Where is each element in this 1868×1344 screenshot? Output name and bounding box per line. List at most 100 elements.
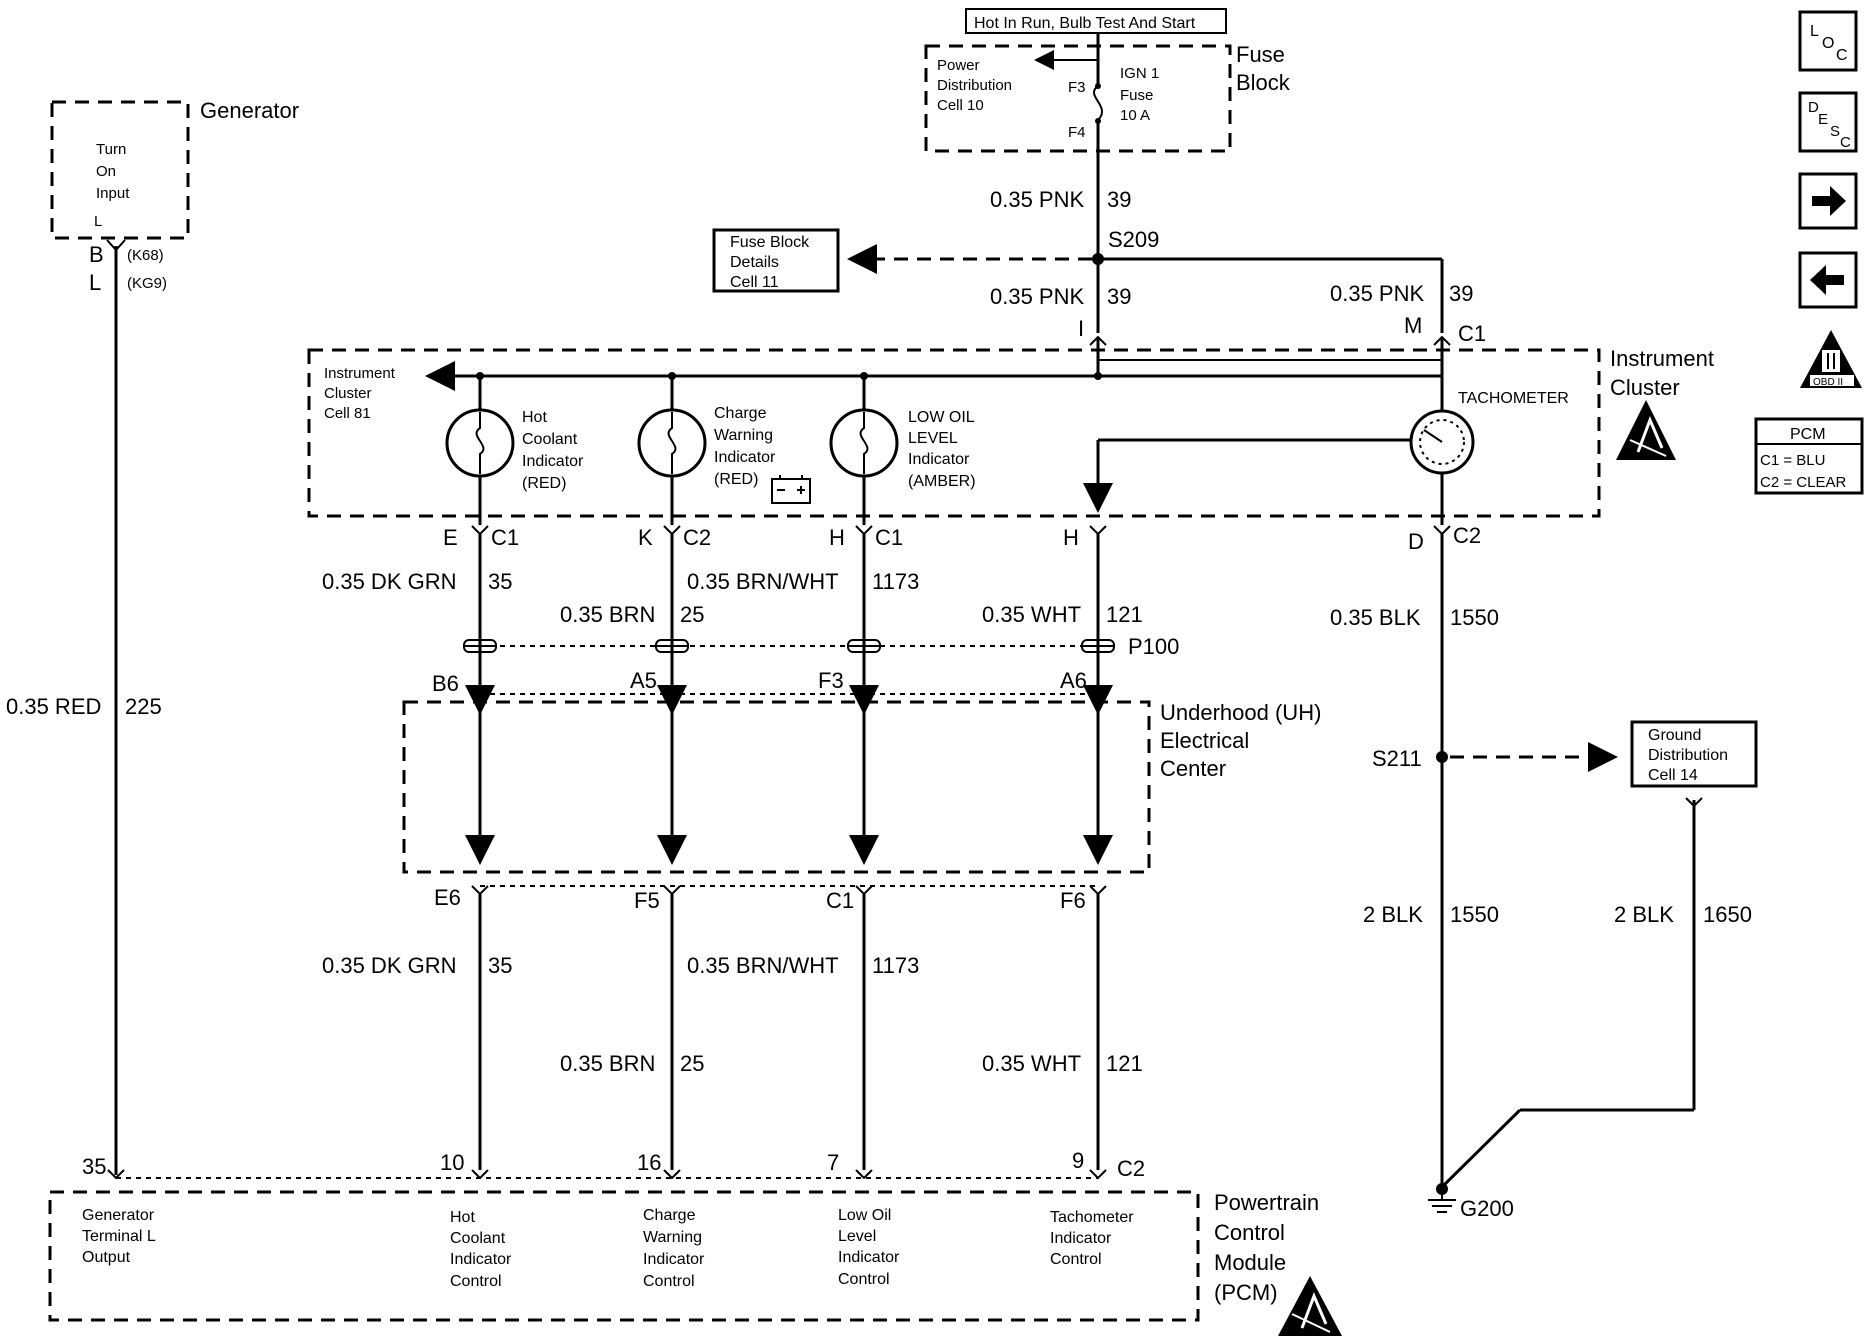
svg-text:F5: F5	[634, 888, 660, 913]
svg-text:Instrument: Instrument	[324, 365, 396, 382]
connector-p100: P100	[463, 634, 1179, 659]
svg-text:Indicator: Indicator	[1050, 1230, 1112, 1247]
svg-text:F6: F6	[1060, 888, 1086, 913]
svg-text:M: M	[1404, 313, 1422, 338]
svg-text:Indicator: Indicator	[643, 1251, 705, 1268]
svg-text:Output: Output	[82, 1249, 131, 1266]
svg-text:B: B	[89, 242, 104, 267]
next-arrow-icon[interactable]	[1798, 172, 1858, 230]
svg-text:Control: Control	[450, 1273, 502, 1290]
svg-text:D: D	[1808, 99, 1819, 116]
svg-text:E: E	[443, 525, 458, 550]
svg-text:Distribution: Distribution	[937, 77, 1012, 94]
loc-icon[interactable]: L O C	[1798, 10, 1858, 72]
instrument-cluster-title: Instrument	[1610, 346, 1714, 371]
svg-text:Cell 14: Cell 14	[1648, 767, 1698, 784]
esd-warning-icon	[1616, 400, 1676, 460]
svg-text:0.35 PNK: 0.35 PNK	[990, 187, 1084, 212]
ground-distribution-box: Ground Distribution Cell 14	[1630, 720, 1758, 788]
svg-text:LEVEL: LEVEL	[908, 430, 958, 447]
svg-text:0.35 DK GRN: 0.35 DK GRN	[322, 569, 457, 594]
svg-text:Cluster: Cluster	[1610, 375, 1680, 400]
svg-text:Cell 11: Cell 11	[730, 274, 779, 291]
svg-text:Terminal L: Terminal L	[82, 1228, 156, 1245]
pcm-connector-legend: PCM C1 = BLU C2 = CLEAR	[1754, 417, 1864, 495]
svg-text:Coolant: Coolant	[450, 1230, 506, 1247]
svg-text:L: L	[1810, 23, 1819, 40]
svg-text:Electrical: Electrical	[1160, 728, 1249, 753]
svg-text:L: L	[89, 270, 101, 295]
svg-text:0.35 BRN/WHT: 0.35 BRN/WHT	[687, 569, 839, 594]
svg-text:I: I	[1078, 316, 1084, 341]
svg-text:C1: C1	[491, 525, 519, 550]
svg-text:Ground: Ground	[1648, 727, 1701, 744]
svg-text:Indicator: Indicator	[714, 449, 776, 466]
svg-text:39: 39	[1449, 281, 1473, 306]
svg-text:Center: Center	[1160, 756, 1226, 781]
svg-text:Warning: Warning	[714, 427, 773, 444]
underhood-electrical-center: Underhood (UH) Electrical Center	[402, 685, 1321, 874]
svg-text:C1: C1	[1458, 321, 1486, 346]
svg-text:Indicator: Indicator	[522, 453, 584, 470]
svg-text:1550: 1550	[1450, 605, 1499, 630]
svg-text:1173: 1173	[872, 953, 919, 978]
svg-text:Module: Module	[1214, 1250, 1286, 1275]
svg-text:121: 121	[1106, 602, 1143, 627]
svg-text:Control: Control	[1050, 1251, 1102, 1268]
svg-text:1173: 1173	[872, 569, 919, 594]
svg-text:C2: C2	[1117, 1156, 1145, 1181]
svg-text:2 BLK: 2 BLK	[1363, 902, 1423, 927]
esd-warning-icon	[1278, 1276, 1342, 1336]
svg-text:Charge: Charge	[714, 405, 767, 422]
svg-text:(RED): (RED)	[522, 475, 566, 492]
svg-text:O: O	[1822, 35, 1834, 52]
svg-text:C2: C2	[1453, 523, 1481, 548]
svg-text:H: H	[829, 525, 845, 550]
svg-text:0.35 BRN: 0.35 BRN	[560, 602, 655, 627]
obd-ii-icon[interactable]: OBD II	[1800, 330, 1862, 388]
svg-text:C1: C1	[826, 888, 854, 913]
svg-text:E6: E6	[434, 885, 461, 910]
svg-text:F4: F4	[1068, 124, 1086, 141]
svg-text:S209: S209	[1108, 227, 1159, 252]
svg-text:2 BLK: 2 BLK	[1614, 902, 1674, 927]
svg-text:H: H	[1063, 525, 1079, 550]
svg-text:Power: Power	[937, 57, 980, 74]
charge-warning-indicator: Charge Warning Indicator (RED)	[637, 372, 811, 525]
svg-text:Warning: Warning	[643, 1229, 702, 1246]
svg-text:35: 35	[488, 953, 512, 978]
svg-text:0.35 DK GRN: 0.35 DK GRN	[322, 953, 457, 978]
svg-text:0.35 BLK: 0.35 BLK	[1330, 605, 1421, 630]
svg-text:K: K	[638, 525, 653, 550]
svg-text:Control: Control	[838, 1271, 890, 1288]
svg-text:D: D	[1408, 529, 1424, 554]
svg-text:0.35 BRN: 0.35 BRN	[560, 1051, 655, 1076]
hot-coolant-indicator: Hot Coolant Indicator (RED)	[445, 372, 584, 525]
svg-text:A5: A5	[630, 668, 657, 693]
svg-text:C1 = BLU: C1 = BLU	[1760, 452, 1825, 469]
svg-text:C1: C1	[875, 525, 903, 550]
pcm-title: Powertrain	[1214, 1190, 1319, 1215]
svg-text:On: On	[96, 163, 116, 180]
svg-text:0.35 PNK: 0.35 PNK	[990, 284, 1084, 309]
fuse-block: Fuse Block Power Distribution Cell 10 IG…	[924, 42, 1291, 153]
svg-text:Cell 81: Cell 81	[324, 405, 371, 422]
svg-text:Coolant: Coolant	[522, 431, 578, 448]
svg-text:1550: 1550	[1450, 902, 1499, 927]
desc-icon[interactable]: D E S C	[1798, 91, 1858, 153]
svg-text:121: 121	[1106, 1051, 1143, 1076]
fuse-block-details-box: Fuse Block Details Cell 11	[712, 228, 840, 293]
generator: Generator Turn On Input L B L (K68) (KG9…	[50, 98, 299, 295]
svg-text:Block: Block	[1236, 70, 1291, 95]
fuse-block-title: Fuse	[1236, 42, 1285, 67]
prev-arrow-icon[interactable]	[1798, 251, 1858, 309]
svg-text:B6: B6	[432, 671, 459, 696]
svg-text:A6: A6	[1060, 668, 1087, 693]
svg-text:0.35 BRN/WHT: 0.35 BRN/WHT	[687, 953, 839, 978]
svg-text:Control: Control	[1214, 1220, 1285, 1245]
svg-text:35: 35	[82, 1154, 106, 1179]
svg-text:OBD II: OBD II	[1813, 377, 1843, 388]
svg-text:Input: Input	[96, 185, 130, 202]
low-oil-level-indicator: LOW OIL LEVEL Indicator (AMBER)	[829, 372, 976, 525]
